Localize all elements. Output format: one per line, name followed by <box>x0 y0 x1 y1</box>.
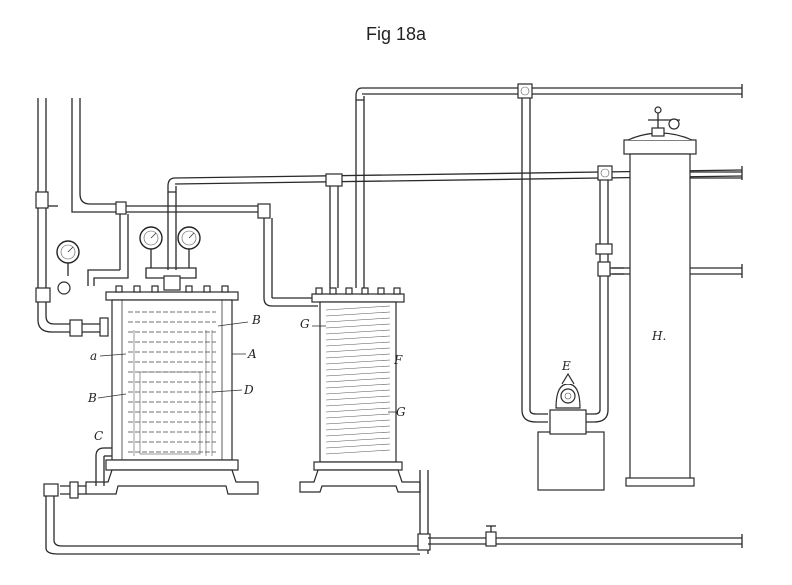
label-A: A <box>247 347 257 361</box>
label-B-top: B <box>251 313 261 327</box>
vessel-F-feed-pipes <box>325 100 365 288</box>
label-H: H. <box>651 329 666 343</box>
pressure-gauge-icon <box>56 240 80 276</box>
safety-valve-icon <box>648 106 680 137</box>
label-E: E <box>561 359 571 373</box>
label-B-left: B <box>87 391 97 405</box>
label-C: C <box>94 429 103 443</box>
left-lower-fittings <box>35 281 109 337</box>
tower-H <box>623 132 742 487</box>
gauge-manifold <box>145 267 197 291</box>
valve-icon <box>485 525 497 547</box>
label-F: F <box>393 353 403 367</box>
left-supply-pipes <box>35 98 318 307</box>
valve-icon <box>597 165 613 181</box>
vessel-A-base <box>85 469 259 495</box>
top-supply-pipe <box>355 84 743 101</box>
vessel-F <box>299 287 421 493</box>
coil-G <box>325 305 391 455</box>
label-a: a <box>90 349 97 363</box>
inlet-C <box>95 447 112 486</box>
pressure-gauge-icon <box>177 226 201 268</box>
inner-frame-D <box>133 330 213 456</box>
label-D: D <box>243 383 254 397</box>
vessel-A <box>105 285 239 471</box>
valve-icon <box>517 83 533 99</box>
label-G-top: G <box>300 317 310 331</box>
pump-icon <box>537 372 605 491</box>
pump-feed-pipes <box>521 98 624 423</box>
flange-bolts <box>115 285 229 293</box>
bottom-return-pipe <box>43 470 743 555</box>
flange-bolts <box>315 287 401 295</box>
coil-B <box>128 311 216 453</box>
figure-title: Fig 18a <box>365 24 427 44</box>
label-G-bottom: G <box>396 405 406 419</box>
pressure-gauge-icon <box>139 226 163 268</box>
